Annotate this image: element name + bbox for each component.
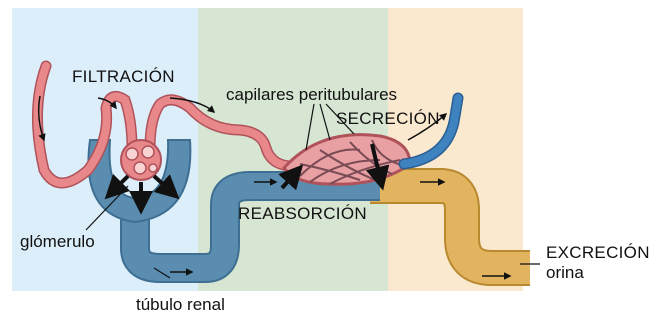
label-orina: orina	[546, 263, 584, 282]
renal-tubule	[120, 171, 380, 283]
label-tubulo: túbulo renal	[136, 295, 225, 314]
exchange-arrows	[278, 143, 390, 191]
label-capilares: capilares peritubulares	[226, 85, 398, 104]
peritubular-vein	[398, 92, 464, 170]
filtration-arrows	[104, 173, 180, 215]
collecting-tube	[370, 168, 530, 286]
flow-arrows	[37, 95, 512, 280]
label-secrecion: SECRECIÓN	[336, 109, 440, 128]
pointer-lines	[85, 103, 540, 279]
label-reabsorcion: REABSORCIÓN	[238, 204, 367, 223]
label-filtracion: FILTRACIÓN	[72, 67, 175, 86]
label-glomerulo: glómerulo	[20, 232, 95, 251]
label-excrecion: EXCRECIÓN	[546, 243, 650, 262]
